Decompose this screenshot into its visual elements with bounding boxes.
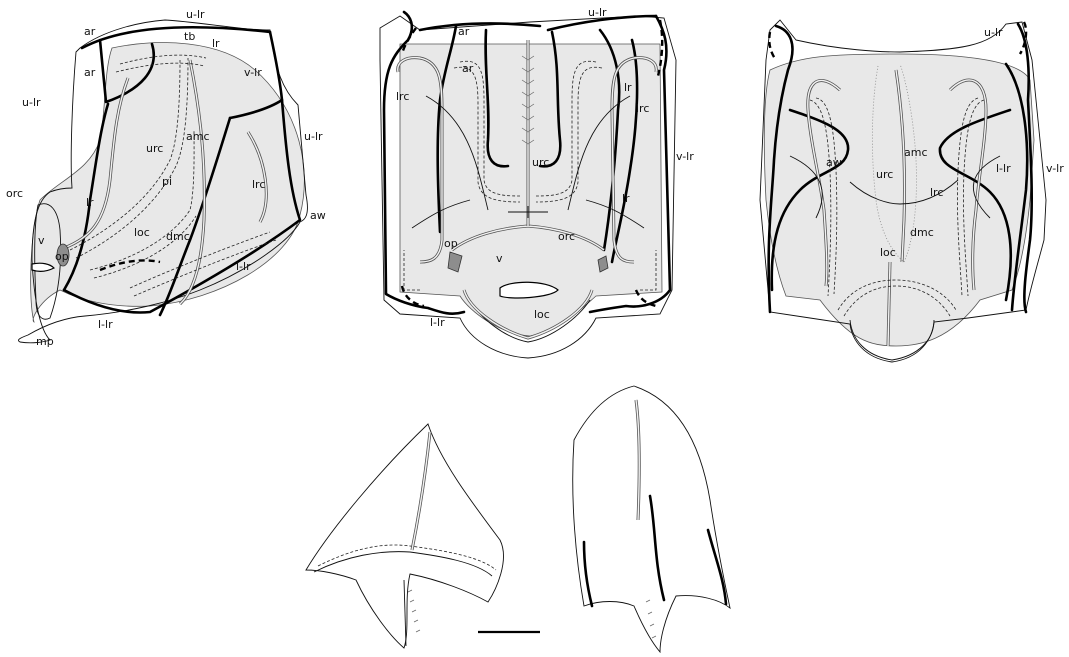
label-u-lr-f: u-lr: [588, 6, 607, 19]
label-v-f: v: [496, 252, 503, 265]
label-lr-top: lr: [212, 37, 220, 50]
panel-plate-left: [306, 424, 503, 648]
label-amc-d: amc: [904, 146, 928, 159]
plate-left-hairs: [408, 590, 420, 632]
label-op-f: op: [444, 237, 458, 250]
label-lr-left: lr: [86, 196, 94, 209]
label-v: v: [38, 234, 45, 247]
label-lrc-d: lrc: [930, 186, 943, 199]
label-dmc-d: dmc: [910, 226, 934, 239]
label-l-lr-d: l-lr: [996, 162, 1011, 175]
label-l-lr-bottom: l-lr: [98, 318, 113, 331]
plate-left-inner: [404, 580, 406, 646]
label-dmc: dmc: [166, 230, 190, 243]
label-ar-2: ar: [84, 66, 96, 79]
label-u-lr-d: u-lr: [984, 26, 1003, 39]
dorsal-dashed-left-top: [769, 32, 776, 60]
label-lrc-f-left: lrc: [396, 90, 409, 103]
label-urc: urc: [146, 142, 163, 155]
label-u-lr-right: u-lr: [304, 130, 323, 143]
panel-lateral-view: ar ar u-lr tb lr u-lr v-lr u-lr amc urc …: [6, 8, 326, 348]
label-v-lr: v-lr: [244, 66, 262, 79]
plate-right-ridge-1: [650, 496, 664, 600]
plate-right-hairs: [646, 600, 656, 638]
label-amc: amc: [186, 130, 210, 143]
plate-left-dashed-edge: [318, 545, 496, 570]
label-loc-f: loc: [534, 308, 550, 321]
label-aw-d: aw: [826, 156, 842, 169]
label-aw: aw: [310, 209, 326, 222]
label-urc-d: urc: [876, 168, 893, 181]
label-orc-f: orc: [558, 230, 575, 243]
label-l-lr-f: l-lr: [430, 316, 445, 329]
label-lrc-f-right: lrc: [636, 102, 649, 115]
panel-frontal-view: ar ar u-lr lrc lr lrc v-lr urc lr orc op…: [380, 6, 694, 358]
label-lr-f1: lr: [624, 81, 632, 94]
label-urc-f: urc: [532, 156, 549, 169]
label-l-lr: l-lr: [236, 260, 251, 273]
label-loc-d: loc: [880, 246, 896, 259]
label-v-lr-f: v-lr: [676, 150, 694, 163]
label-loc: loc: [134, 226, 150, 239]
plate-right-ridge-3: [584, 542, 592, 606]
label-lr-f2: lr: [622, 192, 630, 205]
label-mp: mp: [36, 335, 54, 348]
label-ar-1: ar: [84, 25, 96, 38]
label-u-lr-left: u-lr: [22, 96, 41, 109]
plate-left-canal: [412, 432, 430, 550]
panel-plate-right: [573, 386, 730, 652]
label-op: op: [55, 250, 69, 263]
label-orc: orc: [6, 187, 23, 200]
label-pi: pi: [162, 175, 172, 188]
label-ar-f2: ar: [462, 62, 474, 75]
panel-dorsal-view: u-lr amc aw v-lr l-lr urc lrc dmc loc: [760, 20, 1064, 362]
label-u-lr-top: u-lr: [186, 8, 205, 21]
label-v-lr-d: v-lr: [1046, 162, 1064, 175]
label-ar-f1: ar: [458, 25, 470, 38]
label-lrc: lrc: [252, 178, 265, 191]
label-tb: tb: [184, 30, 195, 43]
